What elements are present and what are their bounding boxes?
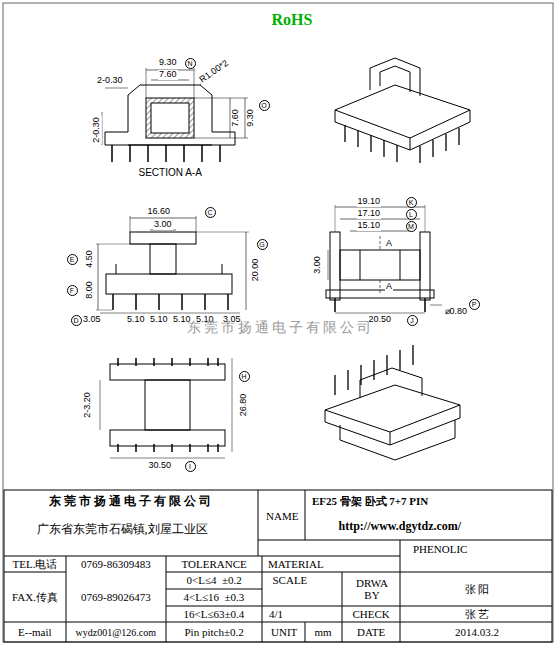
callout-letter: F: [67, 285, 78, 296]
callout-letter: I: [185, 461, 196, 472]
callout-letter: J: [407, 315, 418, 326]
dimension-label: 7.60: [231, 108, 241, 128]
dimension-label: R1.00*2: [197, 58, 231, 86]
iso-view-bottom: [325, 345, 460, 460]
side-view: [326, 205, 442, 313]
dimension-label: 3.00: [153, 220, 173, 230]
dimension-label: 9.30: [158, 58, 178, 68]
dimension-label: 3.00: [313, 255, 323, 275]
dimension-label: A: [385, 239, 393, 249]
company-name: 东 莞 市 扬 通 电 子 有 限 公 司: [48, 495, 212, 508]
table-cell: UNIT: [270, 626, 298, 638]
table-cell: http://www.dgytdz.com/: [338, 520, 463, 533]
table-cell: NAME: [265, 510, 299, 522]
iso-view-top: [335, 58, 470, 163]
dimension-label: 3.05: [82, 315, 102, 325]
table-cell: FAX.传真: [11, 591, 59, 603]
table-cell: 4/1: [268, 608, 284, 620]
dimension-label: 15.10: [357, 221, 382, 231]
dimension-label: 19.10: [357, 197, 382, 207]
callout-letter: P: [469, 299, 480, 310]
table-cell: CHECK: [352, 608, 391, 620]
dimension-label: 17.10: [357, 209, 382, 219]
table-cell: mm: [314, 626, 333, 638]
callout-letter: E: [67, 254, 78, 265]
dimension-label: 2-0.30: [96, 76, 124, 86]
dimension-label: 2-3.20: [83, 391, 93, 419]
dimension-label: 4.50: [85, 249, 95, 269]
callout-letter: O: [259, 100, 270, 111]
callout-letter: L: [406, 209, 417, 220]
table-cell: Pin pitch±0.2: [184, 626, 245, 638]
table-cell: 4<L≤16 ±0.3: [183, 591, 246, 603]
table-cell: 张 艺: [464, 608, 491, 620]
dimension-label: 5.10: [126, 315, 146, 325]
dimension-label: 20.00: [251, 258, 261, 283]
table-cell: 张 阳: [464, 583, 491, 595]
dimension-label: 8.00: [85, 280, 95, 300]
table-cell: PHENOLIC: [412, 543, 468, 555]
callout-letter: M: [406, 221, 417, 232]
table-cell: DATE: [356, 626, 386, 638]
dimension-label: ⌀0.80: [444, 307, 469, 317]
table-cell: TOLERANCE: [181, 558, 248, 570]
section-view: [102, 68, 248, 162]
callout-letter: G: [257, 239, 268, 250]
title-block: [4, 490, 552, 642]
table-cell: 2014.03.2: [454, 626, 500, 638]
table-cell: 0<L≤4 ±0.2: [186, 574, 243, 586]
table-cell: 0769-86309483: [80, 558, 152, 570]
table-cell: E--mail: [17, 626, 53, 638]
dimension-label: 30.50: [148, 461, 173, 471]
rohs-title: RoHS: [272, 11, 313, 29]
dimension-label: 2-0.30: [92, 116, 102, 144]
top-view: [100, 358, 232, 458]
table-cell: EF25 骨架 卧式 7+7 PIN: [311, 495, 429, 507]
watermark: 东莞市扬通电子有限公司: [186, 320, 375, 335]
table-cell: TEL.电话: [12, 558, 59, 570]
dimension-label: 26.80: [239, 393, 249, 418]
view-title: SECTION A-A: [138, 167, 203, 178]
dimension-label: 9.30: [246, 108, 256, 128]
table-cell: 16<L≤63±0.4: [183, 608, 246, 620]
dimension-label: 16.60: [147, 207, 172, 217]
callout-letter: D: [71, 315, 82, 326]
dimension-label: 7.60: [158, 70, 178, 80]
table-cell: 广东省东莞市石碣镇,刘屋工业区: [36, 523, 209, 536]
callout-letter: N: [185, 58, 196, 69]
callout-letter: C: [205, 207, 216, 218]
table-cell: 0769-89026473: [80, 591, 152, 603]
dimension-label: A: [385, 282, 393, 292]
table-cell: SCALE: [272, 574, 309, 586]
table-cell: DRWA BY: [349, 577, 395, 601]
callout-letter: K: [406, 197, 417, 208]
table-cell: MATERIAL: [267, 558, 325, 570]
dimension-label: 5.10: [149, 315, 169, 325]
table-cell: wydz001@126.com: [75, 627, 158, 638]
callout-letter: H: [239, 371, 250, 382]
front-view: [96, 216, 249, 313]
